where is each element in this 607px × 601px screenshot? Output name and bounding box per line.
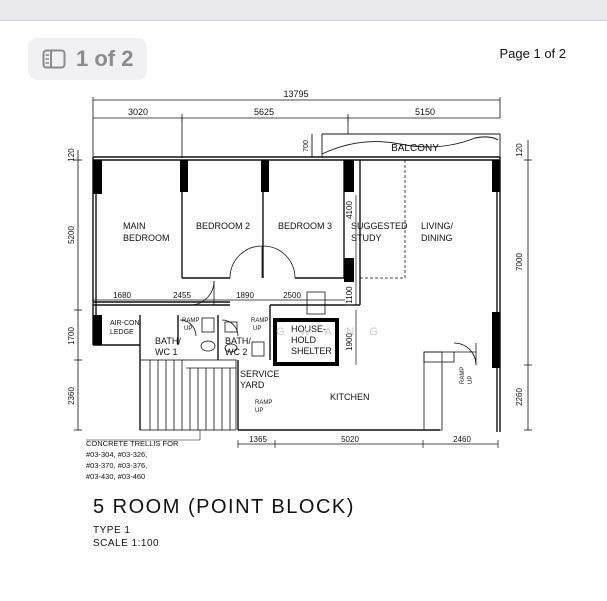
ramp-label-1: RAMP (182, 318, 199, 324)
shelter-vent (306, 291, 326, 315)
room-main-bedroom-l1: MAIN (123, 221, 146, 231)
dim-1900: 1900 (345, 333, 354, 351)
dim-left-2: 5200 (67, 226, 76, 244)
balcony-outline (311, 133, 501, 157)
room-study-l1: SUGGESTED (351, 221, 408, 231)
dim-overall: 13795 (283, 89, 308, 99)
dim-right-2: 7000 (515, 253, 524, 271)
dim-1890: 1890 (236, 291, 254, 300)
dim-1365: 1365 (249, 435, 267, 444)
room-bath2-l2: WC 2 (225, 347, 248, 357)
plan-type: TYPE 1 (93, 525, 131, 536)
room-bedroom-2: BEDROOM 2 (196, 221, 250, 231)
dim-top-1: 3020 (128, 107, 148, 117)
room-service-l1: SERVICE (240, 369, 279, 379)
room-aircon-l2: LEDGE (110, 329, 134, 336)
door-swings (179, 245, 477, 366)
top-dimensions (92, 97, 501, 160)
sidebar-document-icon (42, 49, 66, 69)
mid-dimensions (93, 195, 499, 448)
trellis-note-l2: #03-304, #03-326, (86, 450, 147, 459)
ramp-up-4: UP (468, 376, 474, 384)
trellis-note-l1: CONCRETE TRELLIS FOR (86, 439, 179, 448)
dim-left-4: 2360 (67, 387, 76, 405)
trellis-note-l3: #03-370, #03-376, (86, 461, 147, 470)
plan-title: 5 ROOM (POINT BLOCK) (93, 496, 355, 518)
watermark-text: G W A N G (276, 326, 384, 338)
dim-top-3: 5150 (415, 107, 435, 117)
dim-1680: 1680 (113, 291, 131, 300)
dim-4100: 4100 (345, 201, 354, 219)
room-living-l2: DINING (421, 233, 453, 243)
ramp-label-3: RAMP (255, 400, 272, 406)
ramp-label-4: RAMP (460, 367, 466, 384)
concrete-trellis (139, 359, 237, 431)
dim-left-1: 120 (67, 148, 76, 162)
kitchen-counters (423, 351, 476, 431)
room-living-l1: LIVING/ (421, 221, 454, 231)
page-number-label: Page 1 of 2 (499, 46, 567, 61)
document-page (0, 20, 607, 601)
left-dimensions (74, 150, 82, 431)
structural-columns (93, 160, 500, 368)
dim-left-3: 1700 (67, 327, 76, 345)
ramp-up-2: UP (253, 326, 261, 332)
dim-1100: 1100 (345, 286, 354, 304)
trellis-note-l4: #03-430, #03-460 (86, 472, 145, 481)
room-bath2-l1: BATH/ (225, 336, 251, 346)
plan-scale: SCALE 1:100 (93, 538, 160, 549)
room-shelter-l3: SHELTER (291, 346, 332, 356)
study-dashed-partition (360, 160, 406, 279)
room-aircon-l1: AIR-CON (110, 320, 140, 327)
dim-top-2: 5625 (254, 107, 274, 117)
ramp-up-1: UP (184, 326, 192, 332)
room-shelter-l1: HOUSE- (291, 324, 326, 334)
room-service-l2: YARD (240, 380, 265, 390)
dim-5020: 5020 (341, 435, 359, 444)
ramp-up-3: UP (255, 408, 263, 414)
page-indicator-button[interactable]: 1 of 2 (28, 38, 147, 80)
dim-right-1: 120 (515, 143, 524, 157)
room-balcony: BALCONY (391, 143, 439, 154)
room-bath1-l2: WC 1 (155, 347, 178, 357)
shelter-walls (273, 318, 339, 366)
dim-2500: 2500 (283, 291, 301, 300)
room-kitchen: KITCHEN (330, 392, 370, 402)
right-dimensions (524, 140, 532, 431)
dim-right-3: 2260 (515, 388, 524, 406)
room-shelter-l2: HOLD (291, 335, 317, 345)
room-study-l2: STUDY (351, 233, 382, 243)
dim-2455: 2455 (173, 291, 191, 300)
room-bedroom-3: BEDROOM 3 (278, 221, 332, 231)
plan-title-block: 5 ROOM (POINT BLOCK) TYPE 1 SCALE 1:100 (93, 496, 355, 549)
room-bath1-l1: BATH/ (155, 336, 181, 346)
bathroom-fixtures (200, 317, 265, 357)
dim-700: 700 (303, 140, 310, 152)
page-indicator-text: 1 of 2 (76, 46, 134, 71)
dim-2460: 2460 (453, 435, 471, 444)
ramp-label-2: RAMP (251, 318, 268, 324)
room-main-bedroom-l2: BEDROOM (123, 233, 170, 243)
